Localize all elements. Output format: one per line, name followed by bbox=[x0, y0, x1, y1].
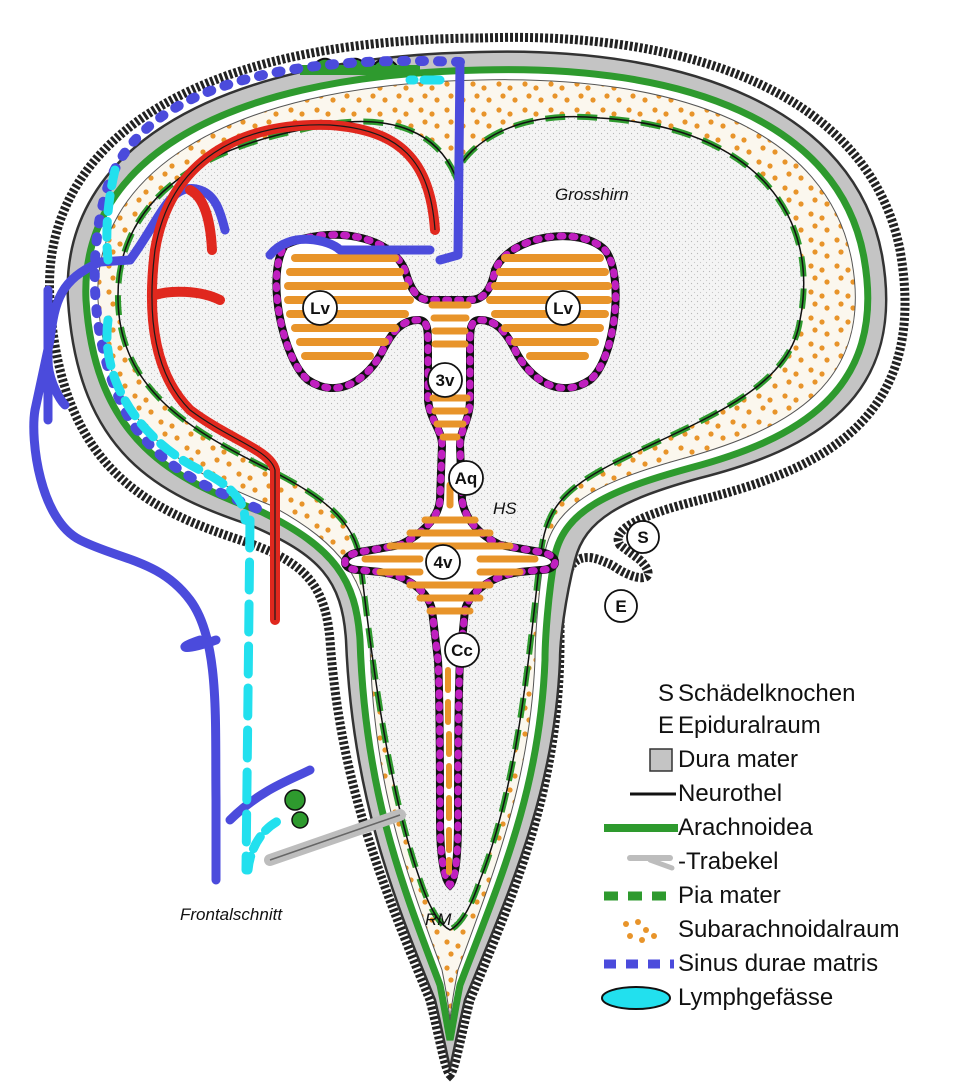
lv-right-marker: Lv bbox=[546, 291, 580, 325]
cyan-ellipse-icon bbox=[600, 982, 678, 1014]
legend-label: Neurothel bbox=[678, 778, 782, 810]
legend-label: Dura mater bbox=[678, 744, 798, 776]
legend-label: Subarachnoidalraum bbox=[678, 914, 899, 946]
legend-item-lymphgefaesse: Lymphgefässe bbox=[600, 982, 833, 1014]
v4-marker: 4v bbox=[426, 545, 460, 579]
svg-text:Lv: Lv bbox=[310, 299, 330, 318]
legend-symbol-s: S bbox=[600, 678, 678, 710]
grey-square-icon bbox=[600, 744, 678, 776]
legend-item-neurothel: Neurothel bbox=[600, 778, 782, 810]
legend-label: Lymphgefässe bbox=[678, 982, 833, 1014]
label-grosshirn: Grosshirn bbox=[555, 185, 629, 204]
legend-item-schaedelknochen: S Schädelknochen bbox=[600, 678, 855, 710]
legend-label: Arachnoidea bbox=[678, 812, 813, 844]
aq-marker: Aq bbox=[449, 461, 483, 495]
green-dashes-icon bbox=[600, 880, 678, 912]
svg-text:Cc: Cc bbox=[451, 641, 473, 660]
legend-symbol-e: E bbox=[600, 710, 678, 742]
legend-item-subarachnoidalraum: Subarachnoidalraum bbox=[600, 914, 899, 946]
legend-label: Sinus durae matris bbox=[678, 948, 878, 980]
green-bar-icon bbox=[600, 812, 678, 844]
legend-item-epiduralraum: E Epiduralraum bbox=[600, 710, 821, 742]
svg-text:Aq: Aq bbox=[455, 469, 478, 488]
legend-item-trabekel: -Trabekel bbox=[600, 846, 778, 878]
label-rm: RM bbox=[425, 910, 452, 929]
csf-central-canal bbox=[448, 670, 449, 872]
legend-label: Epiduralraum bbox=[678, 710, 821, 742]
v3-marker: 3v bbox=[428, 363, 462, 397]
s-marker: S bbox=[627, 521, 659, 553]
grey-trabecula-icon bbox=[600, 846, 678, 878]
legend-label: Pia mater bbox=[678, 880, 781, 912]
legend-item-dura-mater: Dura mater bbox=[600, 744, 798, 776]
label-frontalschnitt: Frontalschnitt bbox=[180, 905, 283, 924]
blue-dashes-icon bbox=[600, 948, 678, 980]
e-marker: E bbox=[605, 590, 637, 622]
black-line-icon bbox=[600, 778, 678, 810]
cc-marker: Cc bbox=[445, 633, 479, 667]
lv-left-marker: Lv bbox=[303, 291, 337, 325]
svg-text:S: S bbox=[637, 528, 648, 547]
legend-item-pia-mater: Pia mater bbox=[600, 880, 781, 912]
label-hs: HS bbox=[493, 499, 517, 518]
legend-label: -Trabekel bbox=[678, 846, 778, 878]
arachnoid-granulation bbox=[285, 790, 308, 828]
legend-item-arachnoidea: Arachnoidea bbox=[600, 812, 813, 844]
svg-text:E: E bbox=[615, 597, 626, 616]
legend-label: Schädelknochen bbox=[678, 678, 855, 710]
orange-dots-icon bbox=[600, 914, 678, 946]
legend-item-sinus-durae-matris: Sinus durae matris bbox=[600, 948, 878, 980]
svg-text:3v: 3v bbox=[436, 371, 455, 390]
svg-text:Lv: Lv bbox=[553, 299, 573, 318]
svg-text:4v: 4v bbox=[434, 553, 453, 572]
